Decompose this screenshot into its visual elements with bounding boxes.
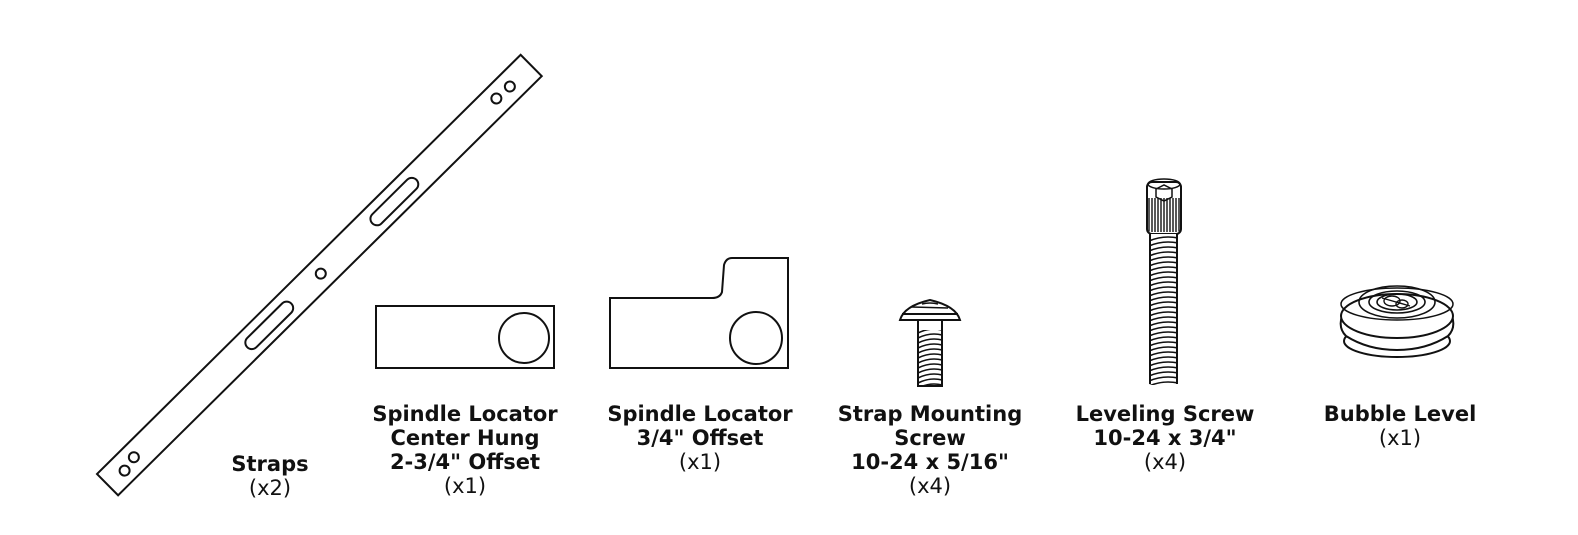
- leveling-screw-icon: [1146, 178, 1182, 386]
- spindle-locator-center-hung-icon: [375, 305, 555, 369]
- label-bubble-level: Bubble Level (x1): [1323, 402, 1477, 450]
- label-spindle-locator-center-hung: Spindle Locator Center Hung 2-3/4" Offse…: [372, 402, 558, 498]
- label-spindle-locator-offset: Spindle Locator 3/4" Offset (x1): [607, 402, 793, 474]
- label-leveling-screw: Leveling Screw 10-24 x 3/4" (x4): [1075, 402, 1255, 474]
- strap-mounting-screw-icon: [898, 298, 962, 387]
- spindle-locator-offset-icon: [609, 257, 789, 369]
- label-strap-mounting-screw: Strap Mounting Screw 10-24 x 5/16" (x4): [837, 402, 1023, 498]
- bubble-level-icon: [1339, 285, 1455, 358]
- strap-icon: [95, 53, 544, 497]
- label-straps: Straps (x2): [231, 452, 309, 500]
